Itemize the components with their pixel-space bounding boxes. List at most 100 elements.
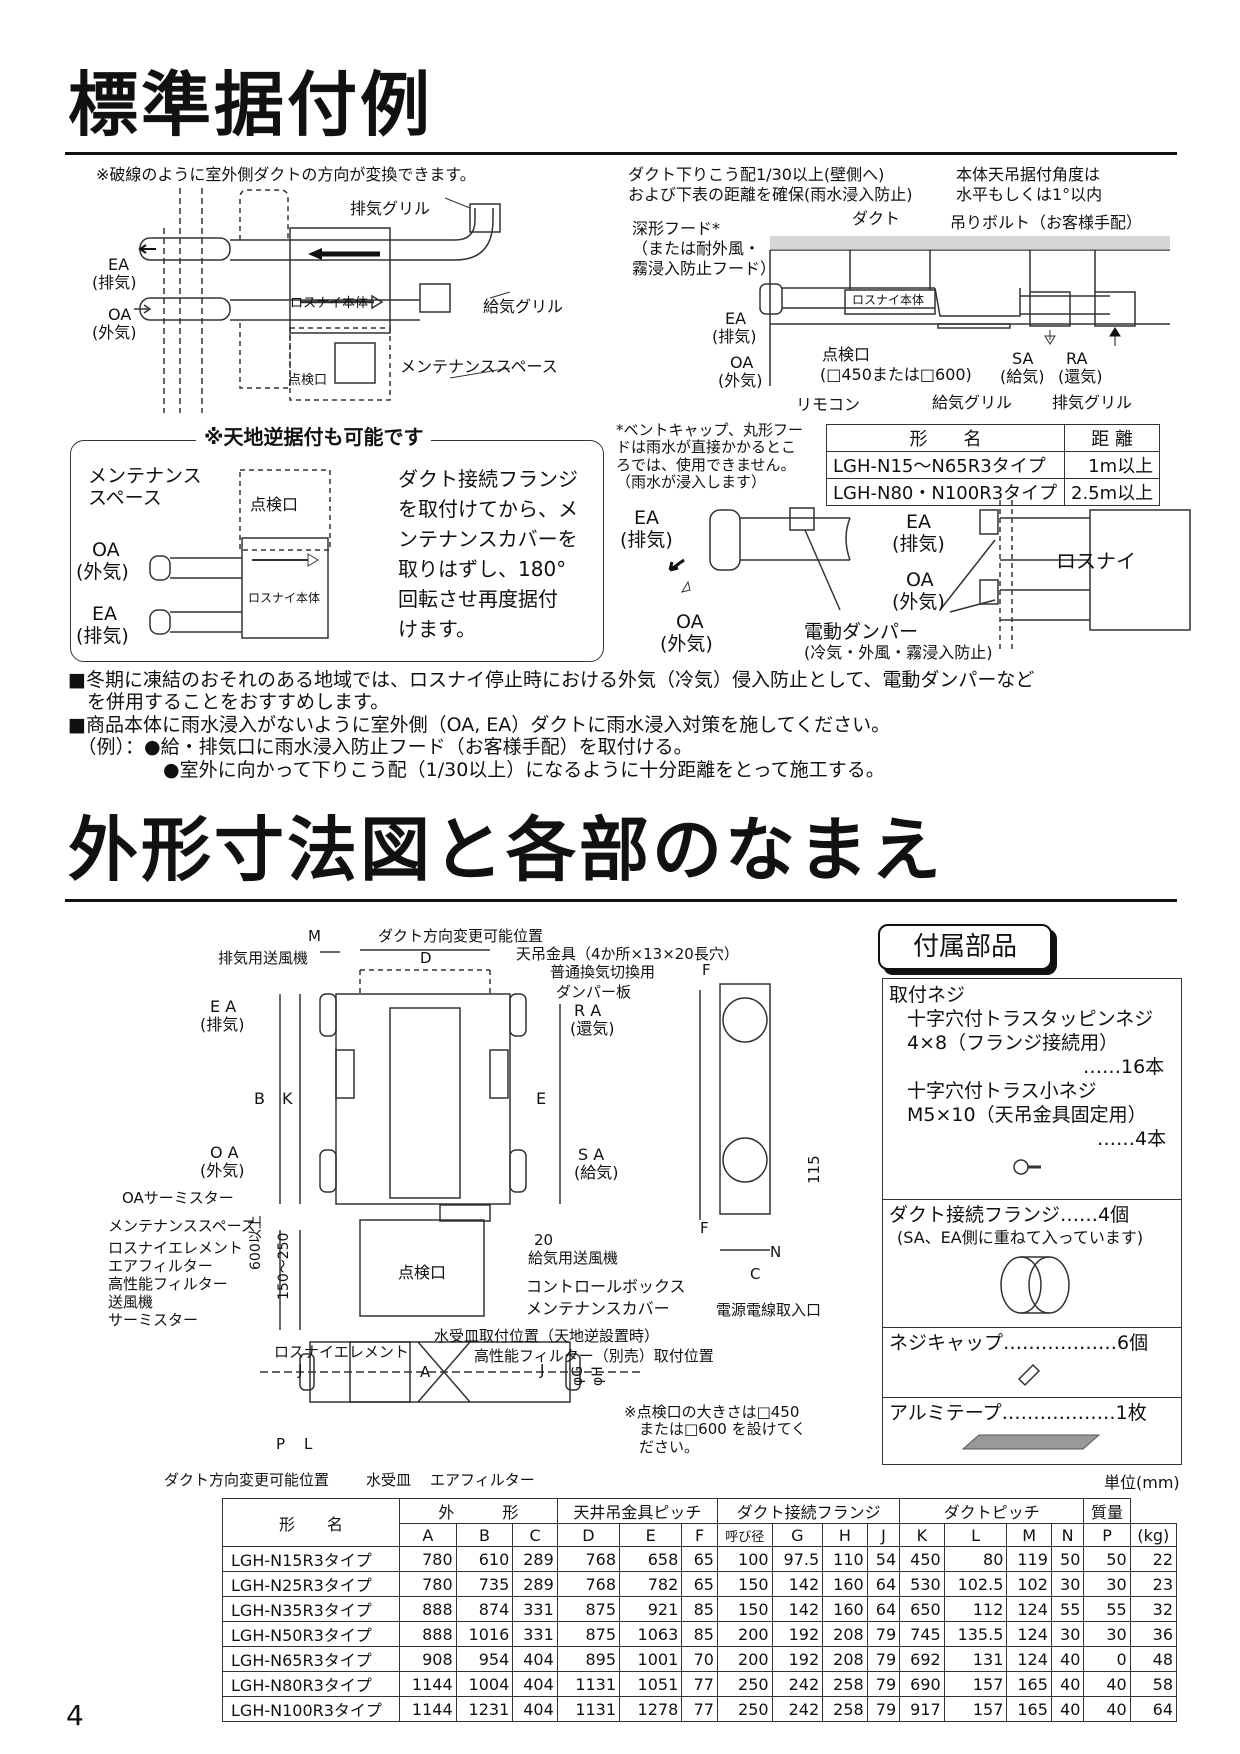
value-cell: 404 (512, 1696, 558, 1722)
value-cell: 150 (716, 1596, 773, 1622)
value-cell: 917 (899, 1696, 945, 1722)
dims-diagram (260, 949, 771, 1403)
value-cell: 610 (455, 1546, 514, 1572)
subheader-cell: M (1006, 1523, 1052, 1547)
value-cell: 258 (822, 1696, 868, 1722)
dim-20: 20 (534, 1231, 554, 1249)
model-cell: LGH-N35R3タイプ (222, 1596, 400, 1622)
fig3-heading: ※天地逆据付も可能です (196, 426, 432, 449)
fig4-note: *ベントキャップ、丸形フー ドは雨水が直接かかるとこ ろでは、使用できません。 … (616, 421, 803, 491)
value-cell: 782 (619, 1571, 683, 1597)
value-cell: 200 (716, 1621, 773, 1647)
acc-divider (883, 1199, 1181, 1200)
dim-bottom-duct: ダクト方向変更可能位置 (164, 1471, 330, 1489)
dim-air-filter: エアフィルター (108, 1257, 213, 1275)
dim-600: 600以上 (248, 1215, 264, 1270)
value-cell: 48 (1129, 1646, 1178, 1672)
value-cell: 875 (556, 1621, 621, 1647)
fig1-inspection: 点検口 (288, 373, 328, 388)
section-title-install: 標準据付例 (68, 64, 433, 146)
fig4-diagram (668, 500, 1191, 650)
acc-screw-title: 取付ネジ (889, 984, 966, 1006)
fig2-exhaust-grill: 排気グリル (1052, 393, 1133, 412)
value-cell: 36 (1129, 1621, 1178, 1647)
dim-115: 115 (805, 1155, 823, 1184)
value-cell: 54 (866, 1546, 901, 1572)
model-cell: LGH-N50R3タイプ (222, 1621, 400, 1647)
fig2-ea-sub: (排気) (712, 327, 757, 346)
value-cell: 142 (771, 1596, 824, 1622)
dim-j-left: J (298, 1361, 303, 1379)
acc-screw2b: M5×10（天吊金具固定用） (907, 1104, 1147, 1126)
value-cell: 874 (455, 1596, 514, 1622)
dim-thermistor: サーミスター (108, 1311, 199, 1329)
value-cell: 157 (943, 1696, 1008, 1722)
value-cell: 30 (1083, 1571, 1131, 1597)
dim-inspect-note-line: ださい。 (624, 1437, 700, 1456)
distance-header-distance: 距 離 (1063, 424, 1161, 452)
distance-value: 1m以上 (1063, 451, 1161, 479)
value-cell: 79 (866, 1621, 901, 1647)
dimension-table: 形 名 外 形 天井吊金具ピッチ ダクト接続フランジ ダクトピッチ 質量 A B… (222, 1498, 1178, 1722)
value-cell: 124 (1006, 1621, 1052, 1647)
dim-h: φH (590, 1366, 606, 1386)
model-cell: LGH-N65R3タイプ (222, 1646, 400, 1672)
subheader-cell: J (866, 1523, 901, 1547)
dim-m: M (308, 927, 321, 945)
value-cell: 23 (1129, 1571, 1178, 1597)
fig4-ea2-sub: (排気) (892, 533, 945, 555)
accessories-box: 取付ネジ 十字穴付トラスタッピンネジ 4×8（フランジ接続用） ……16本 十字… (882, 978, 1182, 1465)
value-cell: 64 (1129, 1696, 1178, 1722)
fig3-text: ダクト接続フランジ を取付けてから、メ ンテナンスカバーを 取りはずし、180°… (398, 464, 578, 644)
fig4-oa2: OA (906, 569, 934, 591)
value-cell: 745 (899, 1621, 945, 1647)
value-cell: 22 (1129, 1546, 1178, 1572)
value-cell: 55 (1050, 1596, 1085, 1622)
fig1-ea: EA (108, 255, 130, 274)
dim-ea-sub: (排気) (200, 1015, 245, 1034)
fig2-oa: OA (730, 353, 754, 372)
fig3-text-line: 取りはずし、180° (398, 557, 567, 581)
dim-ra: R A (574, 1001, 602, 1020)
aluminum-tape-icon (961, 1434, 1101, 1450)
subheader-cell: P (1083, 1523, 1131, 1547)
value-cell: 692 (899, 1646, 945, 1672)
dim-oa-thermistor: OAサーミスター (122, 1189, 234, 1207)
dim-f-bottom: F (700, 1219, 709, 1237)
fig2-hood3: 霧浸入防止フード） (632, 259, 777, 278)
fig3-diagram (149, 469, 331, 639)
value-cell: 97.5 (771, 1546, 824, 1572)
fig1-maint-space: メンテナンススペース (400, 357, 558, 376)
title-rule (65, 899, 1177, 902)
value-cell: 1051 (619, 1671, 683, 1697)
subheader-cell: 呼び径 (716, 1523, 773, 1547)
subheader-cell: A (399, 1523, 457, 1547)
dim-hp-filter-pos: 高性能フィルター（別売）取付位置 (474, 1347, 714, 1365)
value-cell: 160 (822, 1596, 868, 1622)
dim-power-inlet: 電源電線取入口 (716, 1301, 822, 1319)
value-cell: 331 (512, 1596, 558, 1622)
value-cell: 77 (681, 1696, 718, 1722)
value-cell: 79 (866, 1646, 901, 1672)
fig4-ea: EA (634, 507, 660, 529)
value-cell: 921 (619, 1596, 683, 1622)
table-row: LGH-N80・N100R3タイプ 2.5m以上 (826, 478, 1161, 506)
dim-d: D (420, 949, 432, 967)
value-cell: 888 (399, 1621, 457, 1647)
note-line: を併用することをおすすめします。 (68, 691, 390, 714)
value-cell: 50 (1050, 1546, 1085, 1572)
fig4-note-line: ドは雨水が直接かかるとこ (616, 438, 797, 457)
dim-inspection: 点検口 (398, 1263, 447, 1282)
value-cell: 780 (399, 1546, 457, 1572)
subheader-cell: E (619, 1523, 683, 1547)
fig1-oa: OA (108, 305, 132, 324)
value-cell: 131 (943, 1646, 1008, 1672)
fig2-sa-sub: (給気) (1000, 367, 1045, 386)
subheader-cell: N (1050, 1523, 1085, 1547)
value-cell: 70 (681, 1646, 718, 1672)
fig1-diagram (134, 188, 511, 413)
fig3-maint1: メンテナンス (88, 465, 202, 487)
acc-screw1a: 十字穴付トラスタッピンネジ (907, 1008, 1154, 1030)
